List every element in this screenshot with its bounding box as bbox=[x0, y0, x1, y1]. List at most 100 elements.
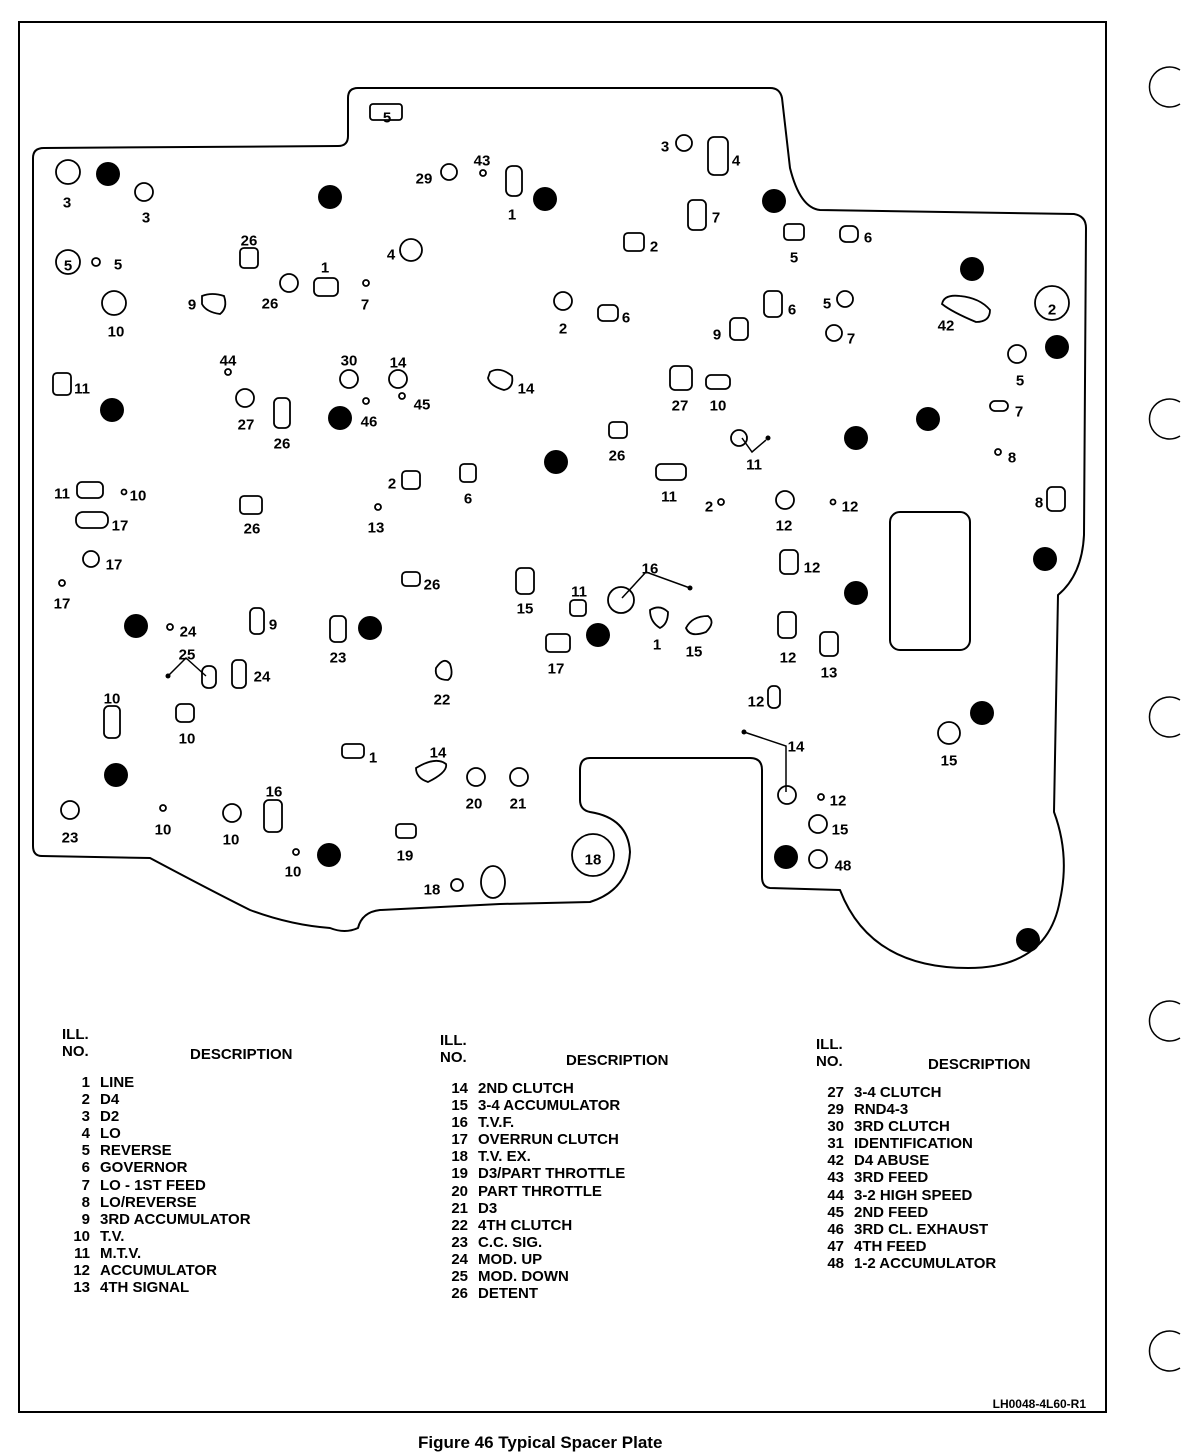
bolt-hole bbox=[970, 701, 994, 725]
plate-label: 46 bbox=[361, 414, 378, 431]
passage-hole bbox=[717, 498, 725, 506]
passage-hole bbox=[808, 849, 828, 869]
plate-label: 11 bbox=[54, 486, 70, 503]
bolt-hole bbox=[586, 623, 610, 647]
passage-hole bbox=[450, 878, 464, 892]
passage-hole bbox=[82, 550, 100, 568]
plate-label: 26 bbox=[262, 296, 279, 313]
plate-label: 8 bbox=[1008, 450, 1016, 467]
plate-label: 15 bbox=[517, 601, 534, 618]
plate-label: 15 bbox=[941, 753, 958, 770]
passage-hole bbox=[362, 279, 370, 287]
plate-label: 14 bbox=[788, 739, 805, 756]
plate-label: 4 bbox=[387, 247, 396, 264]
legend-number: 6 bbox=[81, 1159, 90, 1177]
plate-label: 30 bbox=[341, 353, 358, 370]
passage-hole bbox=[103, 705, 121, 739]
passage-hole bbox=[201, 665, 217, 689]
legend-description: 4TH CLUTCH bbox=[478, 1216, 573, 1234]
passage-hole bbox=[515, 567, 535, 595]
plate-label: 48 bbox=[835, 858, 852, 875]
plate-label: 6 bbox=[622, 310, 630, 327]
bolt-hole bbox=[318, 185, 342, 209]
passage-hole bbox=[398, 392, 406, 400]
plate-label: 26 bbox=[424, 577, 441, 594]
plate-label: 13 bbox=[821, 665, 838, 682]
bolt-hole bbox=[774, 845, 798, 869]
plate-label: 22 bbox=[434, 692, 451, 709]
passage-hole bbox=[825, 324, 843, 342]
passage-hole bbox=[279, 273, 299, 293]
legend-description: T.V. bbox=[100, 1227, 125, 1245]
passage-hole bbox=[401, 571, 421, 587]
plate-label: 7 bbox=[361, 297, 369, 314]
bolt-hole bbox=[328, 406, 352, 430]
legend-description: DETENT bbox=[478, 1285, 538, 1303]
legend-header: ILL.NO. DESCRIPTION bbox=[440, 1032, 669, 1080]
passage-hole bbox=[649, 606, 669, 630]
plate-label: 27 bbox=[672, 398, 689, 415]
legend-number: 24 bbox=[451, 1250, 468, 1268]
passage-hole bbox=[767, 685, 781, 709]
legend-number: 9 bbox=[81, 1210, 90, 1228]
passage-hole bbox=[777, 785, 797, 805]
page-border bbox=[18, 21, 1107, 1413]
passage-hole bbox=[607, 586, 635, 614]
legend-number: 30 bbox=[827, 1118, 844, 1136]
plate-label: 25 bbox=[179, 647, 196, 664]
plate-label: 11 bbox=[74, 381, 90, 398]
passage-hole bbox=[231, 659, 247, 689]
passage-hole bbox=[292, 848, 300, 856]
passage-hole bbox=[76, 481, 104, 499]
bolt-hole bbox=[544, 450, 568, 474]
plate-label: 17 bbox=[106, 557, 123, 574]
plate-label: 26 bbox=[244, 521, 261, 538]
legend-number: 23 bbox=[451, 1233, 468, 1251]
legend-number: 46 bbox=[827, 1220, 844, 1238]
plate-label: 3 bbox=[63, 195, 71, 212]
plate-label: 10 bbox=[710, 398, 727, 415]
plate-label: 2 bbox=[650, 239, 658, 256]
legend-number: 16 bbox=[451, 1114, 468, 1132]
plate-label: 7 bbox=[1015, 404, 1023, 421]
passage-holes bbox=[52, 103, 1070, 899]
passage-hole bbox=[273, 397, 291, 429]
legend-row: 26 DETENT bbox=[440, 1285, 625, 1302]
legend-description: 3-4 CLUTCH bbox=[854, 1084, 942, 1101]
bolt-hole bbox=[124, 614, 148, 638]
legend-number: 4 bbox=[81, 1125, 90, 1143]
legend-description: D4 ABUSE bbox=[854, 1152, 930, 1170]
legend-number: 26 bbox=[451, 1285, 468, 1303]
legend-description: 3RD CL. EXHAUST bbox=[854, 1220, 989, 1238]
passage-hole bbox=[479, 169, 487, 177]
legend-number: 43 bbox=[827, 1169, 844, 1187]
plate-label: 10 bbox=[179, 731, 196, 748]
bolt-hole bbox=[844, 426, 868, 450]
passage-hole bbox=[669, 365, 693, 391]
plate-label: 43 bbox=[474, 153, 491, 170]
bolt-hole bbox=[960, 257, 984, 281]
binder-holes bbox=[1148, 66, 1181, 1372]
bolt-hole bbox=[104, 763, 128, 787]
plate-label: 10 bbox=[155, 822, 172, 839]
passage-hole bbox=[779, 549, 799, 575]
passage-hole bbox=[608, 421, 628, 439]
description-header: DESCRIPTION bbox=[928, 1056, 1031, 1073]
plate-label: 12 bbox=[842, 499, 859, 516]
legend-number: 8 bbox=[81, 1193, 90, 1211]
passage-hole bbox=[675, 134, 693, 152]
bolt-hole bbox=[844, 581, 868, 605]
plate-label: 9 bbox=[713, 327, 721, 344]
